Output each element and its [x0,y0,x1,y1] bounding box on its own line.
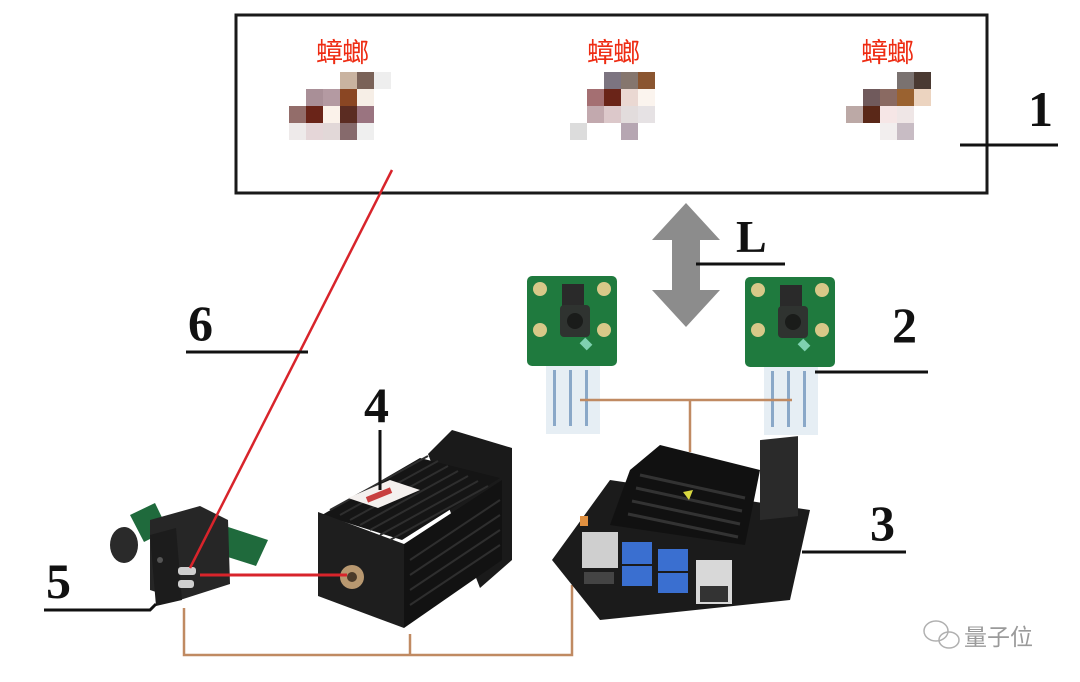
camera-module-right [745,277,835,435]
insect-2-mosaic [570,72,655,140]
laser-beam-diagonal [188,169,394,569]
label-number-6: 6 [188,295,213,351]
label-number-5: 5 [46,553,71,609]
label-number-4: 4 [364,377,389,433]
wechat-icon [923,620,960,649]
label-number-2: 2 [892,297,917,353]
double-arrow-vertical-icon [652,203,720,327]
watermark: 量子位 [964,618,1033,652]
camera-module-left [527,276,617,434]
insect-3-mosaic [846,72,931,140]
insect-label-2: 蟑螂 [587,38,640,69]
leader-line-5 [44,602,158,612]
insect-label-1: 蟑螂 [316,38,369,69]
watermark-text: 量子位 [964,625,1033,651]
laser-module [318,430,512,628]
label-number-1: 1 [1028,81,1053,137]
insect-label-3: 蟑螂 [861,38,914,69]
wiring [182,398,792,657]
insect-1-mosaic [289,72,391,140]
label-distance-l: L [736,211,767,262]
compute-board [552,436,810,620]
pan-tilt-mount [110,503,268,606]
label-number-3: 3 [870,495,895,551]
